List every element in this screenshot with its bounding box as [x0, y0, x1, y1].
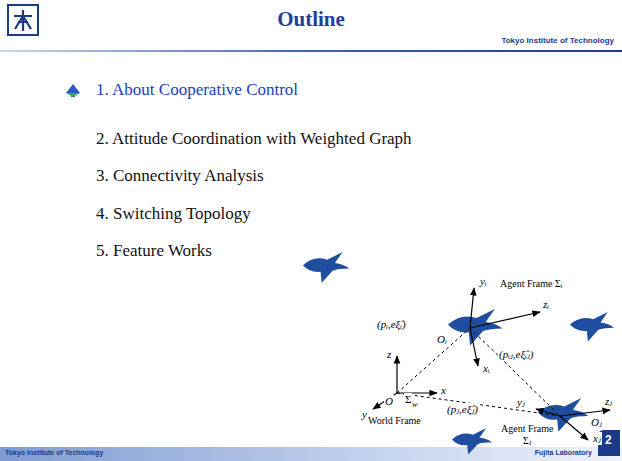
bullet-icon — [66, 93, 80, 97]
axis-label: zⱼ — [604, 395, 613, 408]
bird-figures — [303, 252, 614, 455]
lab-name: Fujita Laboratory — [535, 449, 592, 457]
pose-label: (pᵢⱼ,eξ̂ᵢⱼ) — [498, 348, 534, 361]
axis-label: yᵢ — [479, 275, 488, 288]
pose-label: (pᵢ,eξ̂ᵢ) — [376, 318, 407, 331]
footer-bar — [0, 447, 622, 461]
axis-label: xⱼ — [592, 432, 602, 445]
origin-label: Oⱼ — [590, 416, 603, 429]
outline-item: 4. Switching Topology — [96, 204, 251, 224]
outline-item: 3. Connectivity Analysis — [96, 166, 264, 186]
pose-label: (pⱼ,eξ̂ⱼ) — [446, 403, 479, 416]
logo-frame — [8, 5, 38, 35]
axis-label: x — [440, 384, 447, 397]
frame-subscript: w — [412, 400, 417, 409]
origin-label: Oᵢ — [436, 333, 448, 346]
frame-label: Σⱼ — [522, 435, 532, 447]
outline-item: 1. About Cooperative Control — [96, 80, 298, 100]
frame-label: Agent Frame Σᵢ — [499, 278, 563, 290]
relation-lines — [397, 328, 560, 416]
institute-name: Tokyo Institute of Technology — [501, 36, 614, 45]
outline-item: 5. Feature Works — [96, 241, 212, 261]
axis-label: z — [386, 348, 392, 361]
frame-label: Agent Frame — [500, 423, 555, 435]
frame-label: World Frame — [367, 415, 422, 427]
bullet-icon — [66, 84, 80, 97]
slide-title: Outline — [0, 7, 622, 31]
axis-label: xᵢ — [482, 362, 491, 375]
axis-label: yⱼ — [516, 396, 526, 409]
logo-mark — [14, 10, 32, 31]
institute-name: Tokyo Institute of Technology — [5, 449, 104, 457]
origin-label: O — [384, 395, 394, 408]
header-rule — [0, 50, 622, 52]
outline-item: 2. Attitude Coordination with Weighted G… — [96, 129, 412, 149]
page-number: 2 — [605, 434, 612, 448]
frame-symbol: Σ — [404, 393, 412, 406]
axis-label: zᵢ — [542, 298, 550, 311]
